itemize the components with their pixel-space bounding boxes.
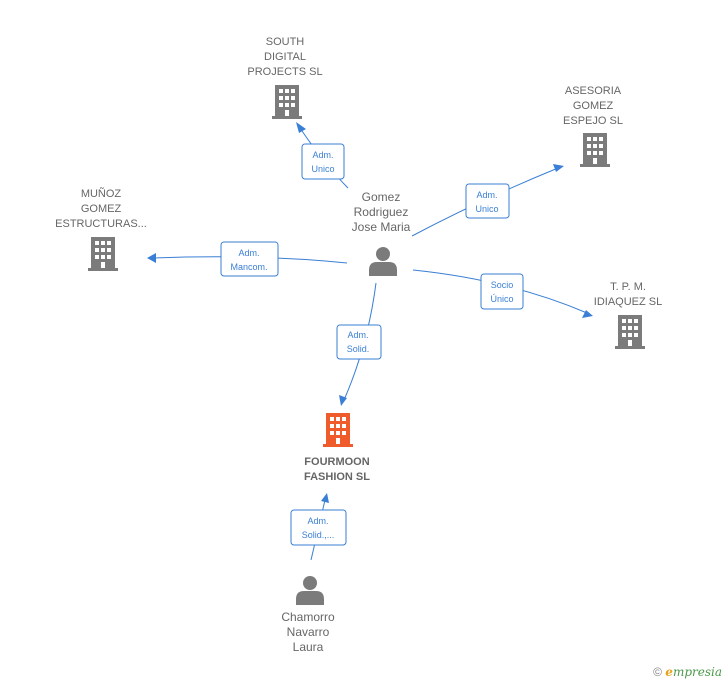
node-label-line-3: PROJECTS SL xyxy=(247,66,322,78)
edge-arrowhead xyxy=(553,164,564,172)
edge-label-line-2: Único xyxy=(490,294,513,304)
edge-label-box xyxy=(301,143,345,180)
node-label-line-3: ESPEJO SL xyxy=(563,115,623,127)
building-icon xyxy=(272,85,302,119)
node-label-line-2: Navarro xyxy=(287,625,330,639)
edge-chamorro-fourmoon: Adm. Solid.,... xyxy=(290,493,347,561)
edge-label-line-1: Adm. xyxy=(238,248,259,258)
node-label-line-1: ASESORIA xyxy=(565,85,622,97)
edge-label-line-2: Unico xyxy=(311,164,334,174)
edge-arrowhead xyxy=(147,253,156,263)
node-label-line-2: DIGITAL xyxy=(264,51,306,63)
edge-label-line-1: Adm. xyxy=(312,150,333,160)
edge-label-line-1: Adm. xyxy=(347,330,368,340)
building-icon xyxy=(323,413,353,447)
node-label-line-3: ESTRUCTURAS... xyxy=(55,218,147,230)
edge-arrowhead xyxy=(339,395,347,406)
edge-gomez-fourmoon: Adm. Solid. xyxy=(336,282,382,406)
node-tpm-idiaquez[interactable]: T. P. M. IDIAQUEZ SL xyxy=(594,281,662,349)
node-label-line-1: T. P. M. xyxy=(610,281,646,293)
edge-gomez-tpm: Socio Único xyxy=(412,269,593,318)
node-label-line-1: Chamorro xyxy=(281,610,335,624)
building-icon xyxy=(88,237,118,271)
node-label-line-2: Rodriguez xyxy=(354,205,409,219)
node-asesoria-gomez-espejo[interactable]: ASESORIA GOMEZ ESPEJO SL xyxy=(563,85,623,167)
edge-label-line-1: Adm. xyxy=(476,190,497,200)
node-label-line-2: IDIAQUEZ SL xyxy=(594,296,662,308)
edge-arrowhead xyxy=(296,122,306,133)
edge-label-box xyxy=(480,273,524,310)
empresia-logo: empresia xyxy=(665,665,722,679)
node-south-digital-projects[interactable]: SOUTH DIGITAL PROJECTS SL xyxy=(247,36,323,119)
edge-arrowhead xyxy=(321,493,329,503)
building-icon xyxy=(580,133,610,167)
edge-arrowhead xyxy=(582,310,593,318)
node-munoz-gomez-estructuras[interactable]: MUÑOZ GOMEZ ESTRUCTURAS... xyxy=(55,187,147,271)
node-label-line-1: FOURMOON xyxy=(304,456,369,468)
edge-gomez-munoz: Adm. Mancom. xyxy=(147,241,348,277)
node-label-line-1: MUÑOZ xyxy=(81,187,122,200)
node-label-line-3: Laura xyxy=(293,640,324,654)
node-label-line-3: Jose Maria xyxy=(352,220,411,234)
node-chamorro-navarro-laura[interactable]: Chamorro Navarro Laura xyxy=(281,576,335,654)
edge-label-line-2: Solid.,... xyxy=(302,530,335,540)
edge-label-line-2: Mancom. xyxy=(230,262,267,272)
edge-gomez-asesoria: Adm. Unico xyxy=(411,164,564,237)
node-label-line-1: Gomez xyxy=(362,190,401,204)
node-fourmoon-fashion[interactable]: FOURMOON FASHION SL xyxy=(304,413,370,483)
edge-label-line-1: Adm. xyxy=(307,516,328,526)
edge-label-box xyxy=(336,324,382,360)
edge-label-line-2: Unico xyxy=(475,204,498,214)
edge-label-box xyxy=(290,509,347,546)
edge-label-line-1: Socio xyxy=(491,280,514,290)
node-label-line-1: SOUTH xyxy=(266,36,305,48)
copyright-brand[interactable]: © empresia xyxy=(653,665,722,679)
person-icon xyxy=(369,247,397,276)
edge-label-box xyxy=(465,183,510,219)
edge-label-box xyxy=(220,241,279,277)
edge-label-line-2: Solid. xyxy=(347,344,370,354)
building-icon xyxy=(615,315,645,349)
node-gomez-rodriguez-jose-maria[interactable]: Gomez Rodriguez Jose Maria xyxy=(352,190,411,276)
node-label-line-2: GOMEZ xyxy=(573,100,614,112)
node-label-line-2: GOMEZ xyxy=(81,203,122,215)
person-icon xyxy=(296,576,324,605)
node-label-line-2: FASHION SL xyxy=(304,471,370,483)
copyright-icon: © xyxy=(653,665,662,679)
edge-gomez-south: Adm. Unico xyxy=(296,122,349,189)
